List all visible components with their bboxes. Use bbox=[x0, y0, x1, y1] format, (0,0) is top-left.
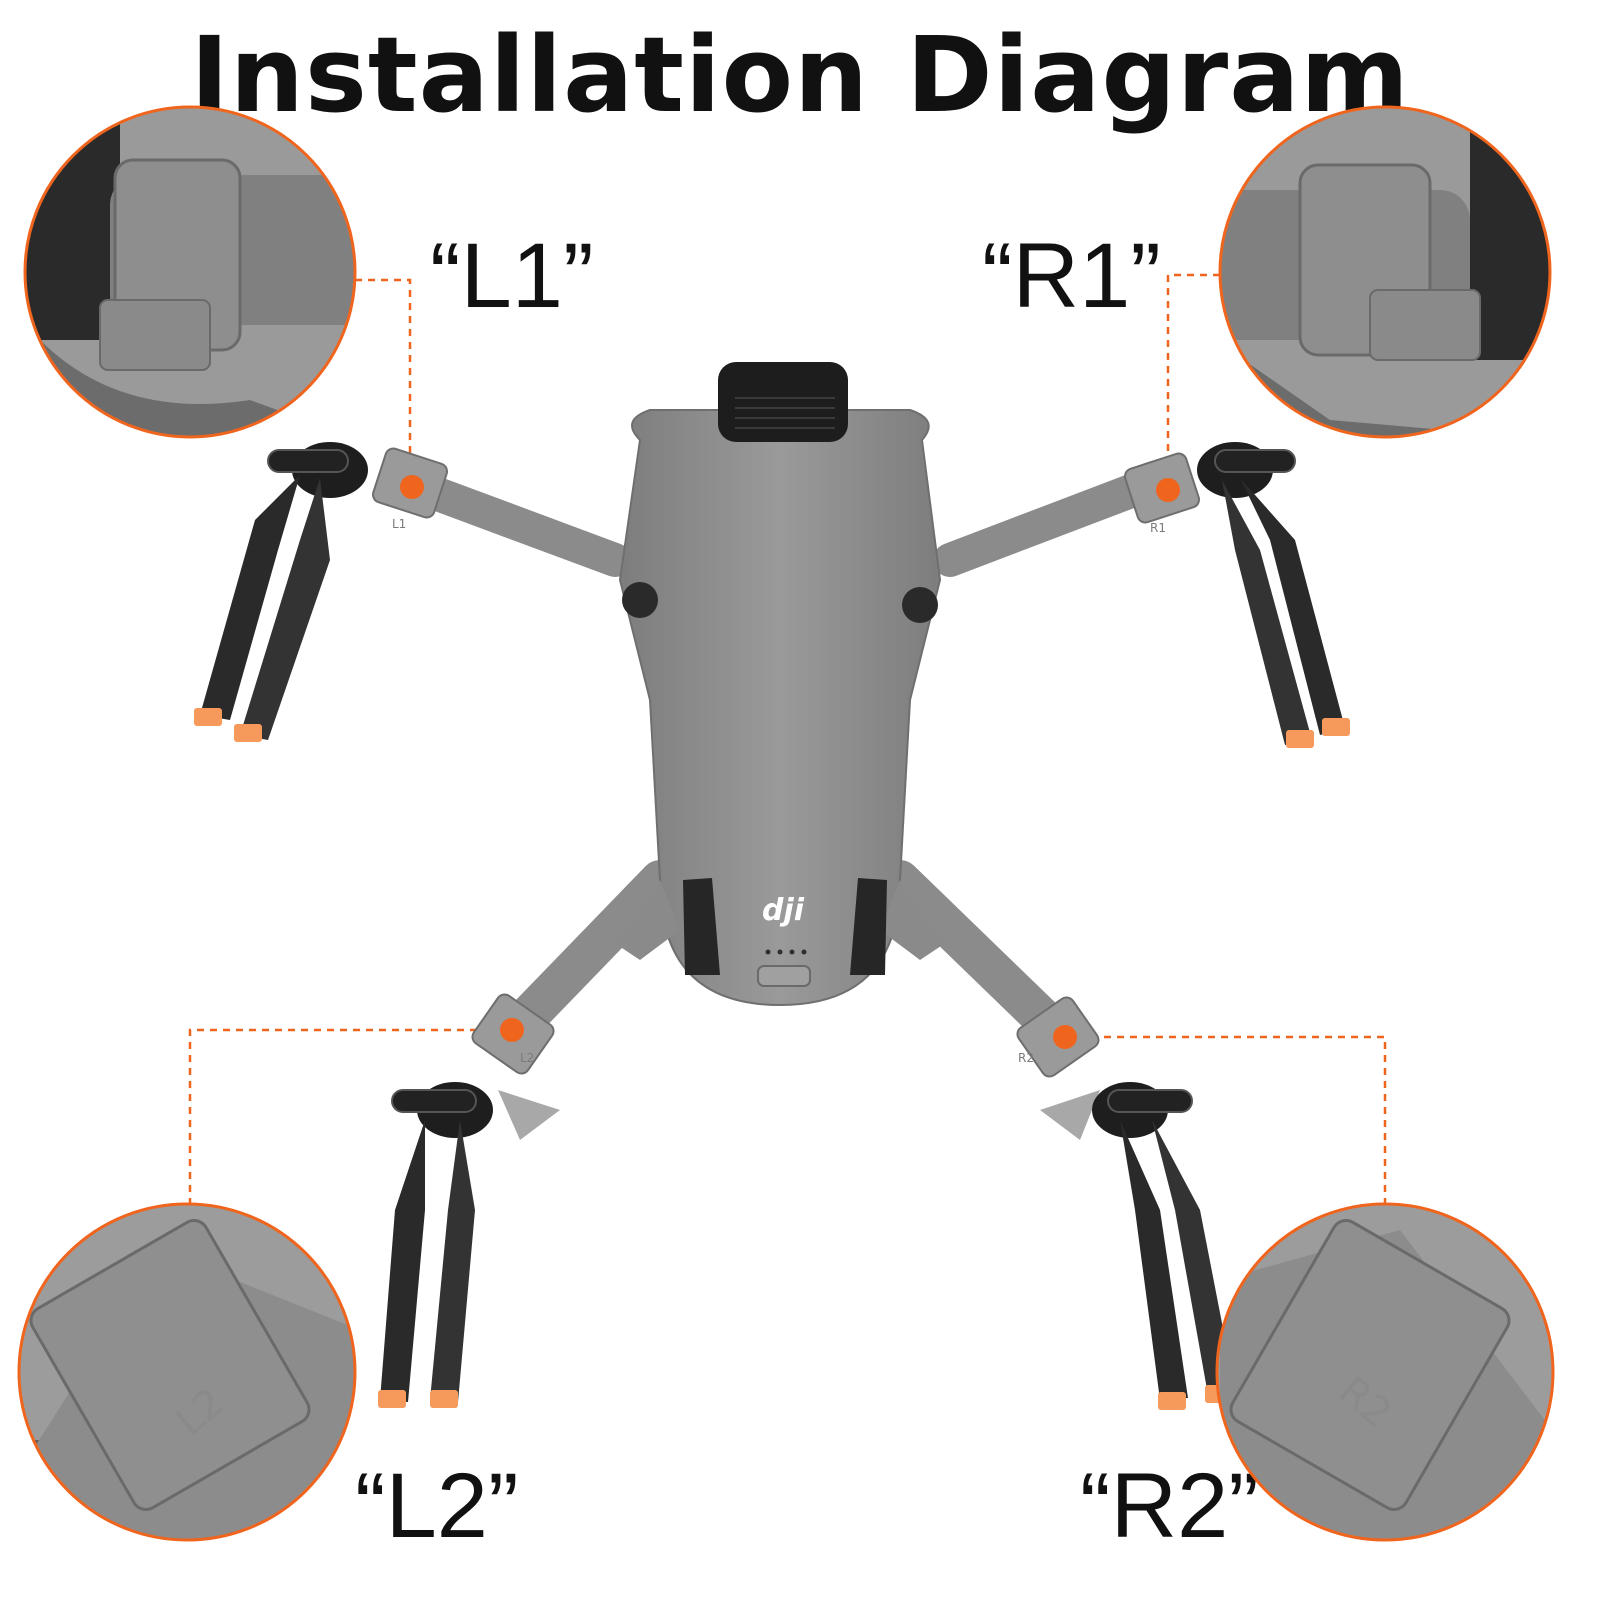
propellers bbox=[194, 442, 1350, 1410]
bracket-rear-right: R2 bbox=[1016, 996, 1100, 1078]
propeller-front-right bbox=[1197, 442, 1350, 748]
battery-leds bbox=[765, 949, 807, 955]
bracket-front-right: R1 bbox=[1123, 452, 1201, 535]
bracket-front-left: L1 bbox=[371, 447, 449, 531]
vent-right bbox=[850, 878, 887, 975]
propeller-front-left bbox=[194, 442, 368, 742]
bracket-tag-r1: R1 bbox=[1150, 521, 1166, 535]
label-l2: “L2” bbox=[355, 1455, 519, 1557]
marker-dot-r1 bbox=[1156, 478, 1180, 502]
power-button bbox=[757, 965, 811, 987]
zoom-l2: L2 bbox=[17, 1202, 357, 1542]
drone-body: dji bbox=[610, 362, 950, 1007]
leader-r1 bbox=[1166, 273, 1220, 485]
vent-left bbox=[683, 878, 720, 975]
zoom-tag-l1: L1 bbox=[111, 305, 167, 360]
arm-rear-right bbox=[880, 860, 1080, 1055]
leader-l2 bbox=[188, 1028, 510, 1205]
zoom-r1: R1 bbox=[1218, 105, 1552, 439]
diagram-title: Installation Diagram bbox=[190, 14, 1410, 136]
bracket-tag-r2: R2 bbox=[1018, 1051, 1034, 1065]
leader-r2 bbox=[1065, 1035, 1387, 1205]
sensor-left bbox=[622, 582, 658, 618]
arm-front-right bbox=[933, 463, 1177, 577]
arm-rear-left bbox=[490, 860, 680, 1055]
label-l1: “L1” bbox=[430, 225, 594, 327]
bracket-tag-l1: L1 bbox=[392, 517, 406, 531]
leader-l1 bbox=[355, 278, 412, 478]
marker-dot-l2 bbox=[500, 1018, 524, 1042]
zoom-l1: L1 bbox=[23, 105, 357, 439]
label-r1: “R1” bbox=[982, 225, 1161, 327]
zoom-r2: R2 bbox=[1215, 1202, 1555, 1542]
camera-gimbal bbox=[718, 362, 848, 442]
label-r2: “R2” bbox=[1080, 1455, 1259, 1557]
leader-lines bbox=[188, 273, 1387, 1205]
propeller-rear-right bbox=[1040, 1082, 1235, 1410]
propeller-rear-left bbox=[378, 1082, 560, 1408]
bracket-tag-l2: L2 bbox=[520, 1051, 534, 1065]
sensor-right bbox=[902, 587, 938, 623]
marker-dot-r2 bbox=[1053, 1025, 1077, 1049]
bracket-rear-left: L2 bbox=[471, 993, 555, 1075]
arm-brackets: L1 R1 L2 R2 bbox=[371, 447, 1201, 1078]
dji-logo: dji bbox=[762, 893, 805, 928]
marker-dot-l1 bbox=[400, 475, 424, 499]
